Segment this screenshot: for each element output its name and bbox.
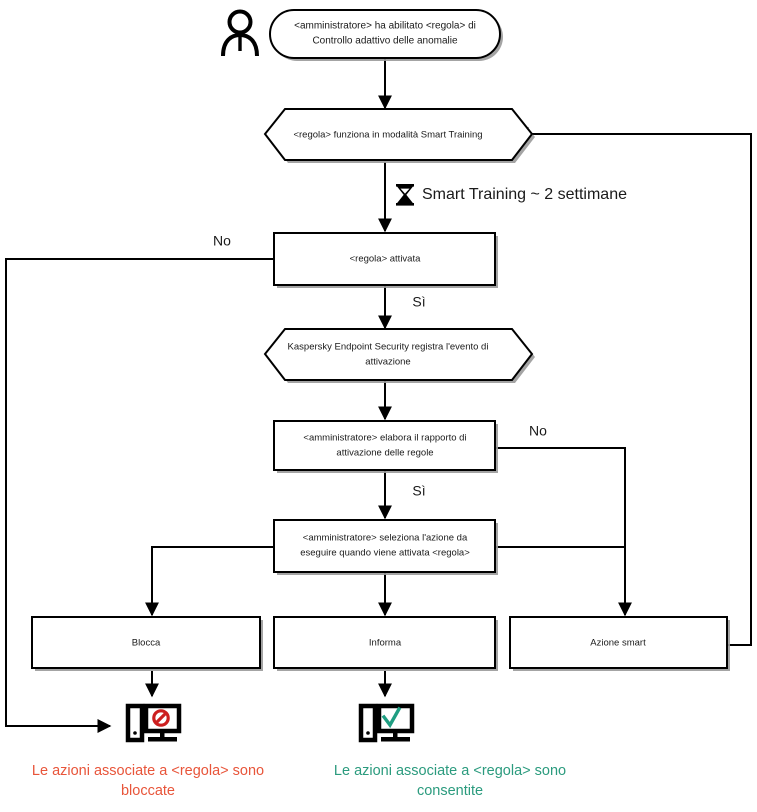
computer-allowed-icon <box>358 703 415 743</box>
user-actor-icon <box>221 9 259 57</box>
node-kes-logs-event[interactable]: Kaspersky Endpoint Security registra l'e… <box>263 328 535 383</box>
edge-label-yes-admin-report: Sì <box>412 483 425 499</box>
edge-no-rule-activated <box>5 258 274 733</box>
timer-annotation: Smart Training ~ 2 settimane <box>396 184 627 206</box>
node-action-smart[interactable]: Azione smart <box>509 616 730 671</box>
node-start[interactable]: <amministratore> ha abilitato <regola> d… <box>269 9 503 61</box>
node-admin-selects-action[interactable]: <amministratore> seleziona l'azione da e… <box>273 519 498 575</box>
node-action-smart-label: Azione smart <box>590 638 646 649</box>
node-smart-training[interactable]: <regola> funziona in modalità Smart Trai… <box>263 108 535 163</box>
node-kes-line-1: Kaspersky Endpoint Security registra l'e… <box>288 342 489 353</box>
node-start-line-1: <amministratore> ha abilitato <regola> d… <box>294 21 476 32</box>
edge-label-no-rule-activated: No <box>213 233 231 249</box>
caption-blocked-line-2: bloccate <box>121 783 175 799</box>
hourglass-icon <box>396 184 414 206</box>
connectors <box>5 58 752 733</box>
caption-allowed: Le azioni associate a <regola> sono cons… <box>334 763 566 799</box>
edge-label-no-admin-report: No <box>529 423 547 439</box>
node-select-action-line-1: <amministratore> seleziona l'azione da <box>303 533 468 544</box>
node-admin-report-line-2: attivazione delle regole <box>336 448 433 459</box>
node-start-line-2: Controllo adattivo delle anomalie <box>312 36 458 47</box>
node-admin-processes-report[interactable]: <amministratore> elabora il rapporto di … <box>273 420 498 473</box>
caption-allowed-line-1: Le azioni associate a <regola> sono <box>334 763 566 779</box>
node-action-inform-label: Informa <box>369 638 402 649</box>
caption-blocked-line-1: Le azioni associate a <regola> sono <box>32 763 264 779</box>
edge-label-yes-rule-activated: Sì <box>412 294 425 310</box>
node-admin-report-line-1: <amministratore> elabora il rapporto di <box>303 433 466 444</box>
timer-label-text: Smart Training ~ 2 settimane <box>422 186 627 203</box>
node-rule-activated-label: <regola> attivata <box>350 254 421 265</box>
node-action-inform[interactable]: Informa <box>273 616 498 671</box>
node-action-block-label: Blocca <box>132 638 161 649</box>
node-select-action-line-2: eseguire quando viene attivata <regola> <box>300 548 470 559</box>
caption-blocked: Le azioni associate a <regola> sono bloc… <box>32 763 264 799</box>
edge-no-admin-report <box>495 447 632 617</box>
computer-denied-icon <box>125 703 182 743</box>
edge-select-to-blocca <box>145 546 274 617</box>
node-kes-line-2: attivazione <box>365 357 410 368</box>
caption-allowed-line-2: consentite <box>417 783 483 799</box>
edge-azione-smart-feedback <box>514 127 752 646</box>
node-action-block[interactable]: Blocca <box>31 616 263 671</box>
node-rule-activated[interactable]: <regola> attivata <box>273 232 498 288</box>
node-smart-training-label: <regola> funziona in modalità Smart Trai… <box>293 130 482 141</box>
